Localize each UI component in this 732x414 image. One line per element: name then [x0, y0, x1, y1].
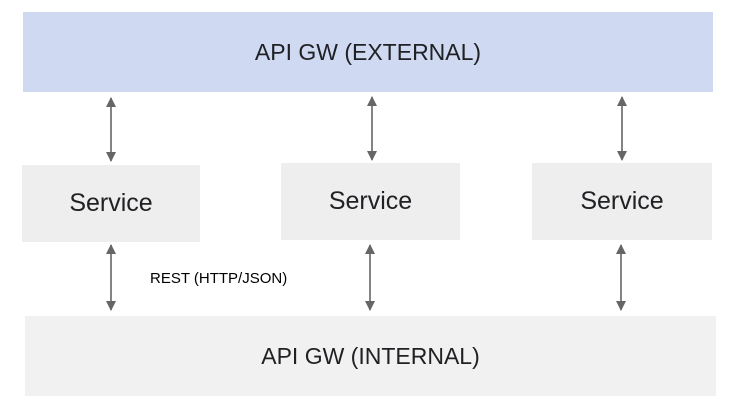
service-box-3: Service: [532, 163, 712, 240]
service-box-1: Service: [22, 165, 200, 242]
service-label-1: Service: [69, 189, 153, 217]
service-label-3: Service: [580, 187, 664, 215]
api-gateway-external-label: API GW (EXTERNAL): [254, 38, 482, 65]
api-gateway-external: API GW (EXTERNAL): [23, 12, 713, 92]
service-box-2: Service: [281, 163, 460, 240]
rest-connection-label: REST (HTTP/JSON): [150, 270, 288, 287]
api-gateway-internal-label: API GW (INTERNAL): [261, 342, 480, 369]
api-gateway-internal: API GW (INTERNAL): [25, 316, 716, 396]
service-label-2: Service: [328, 187, 413, 215]
